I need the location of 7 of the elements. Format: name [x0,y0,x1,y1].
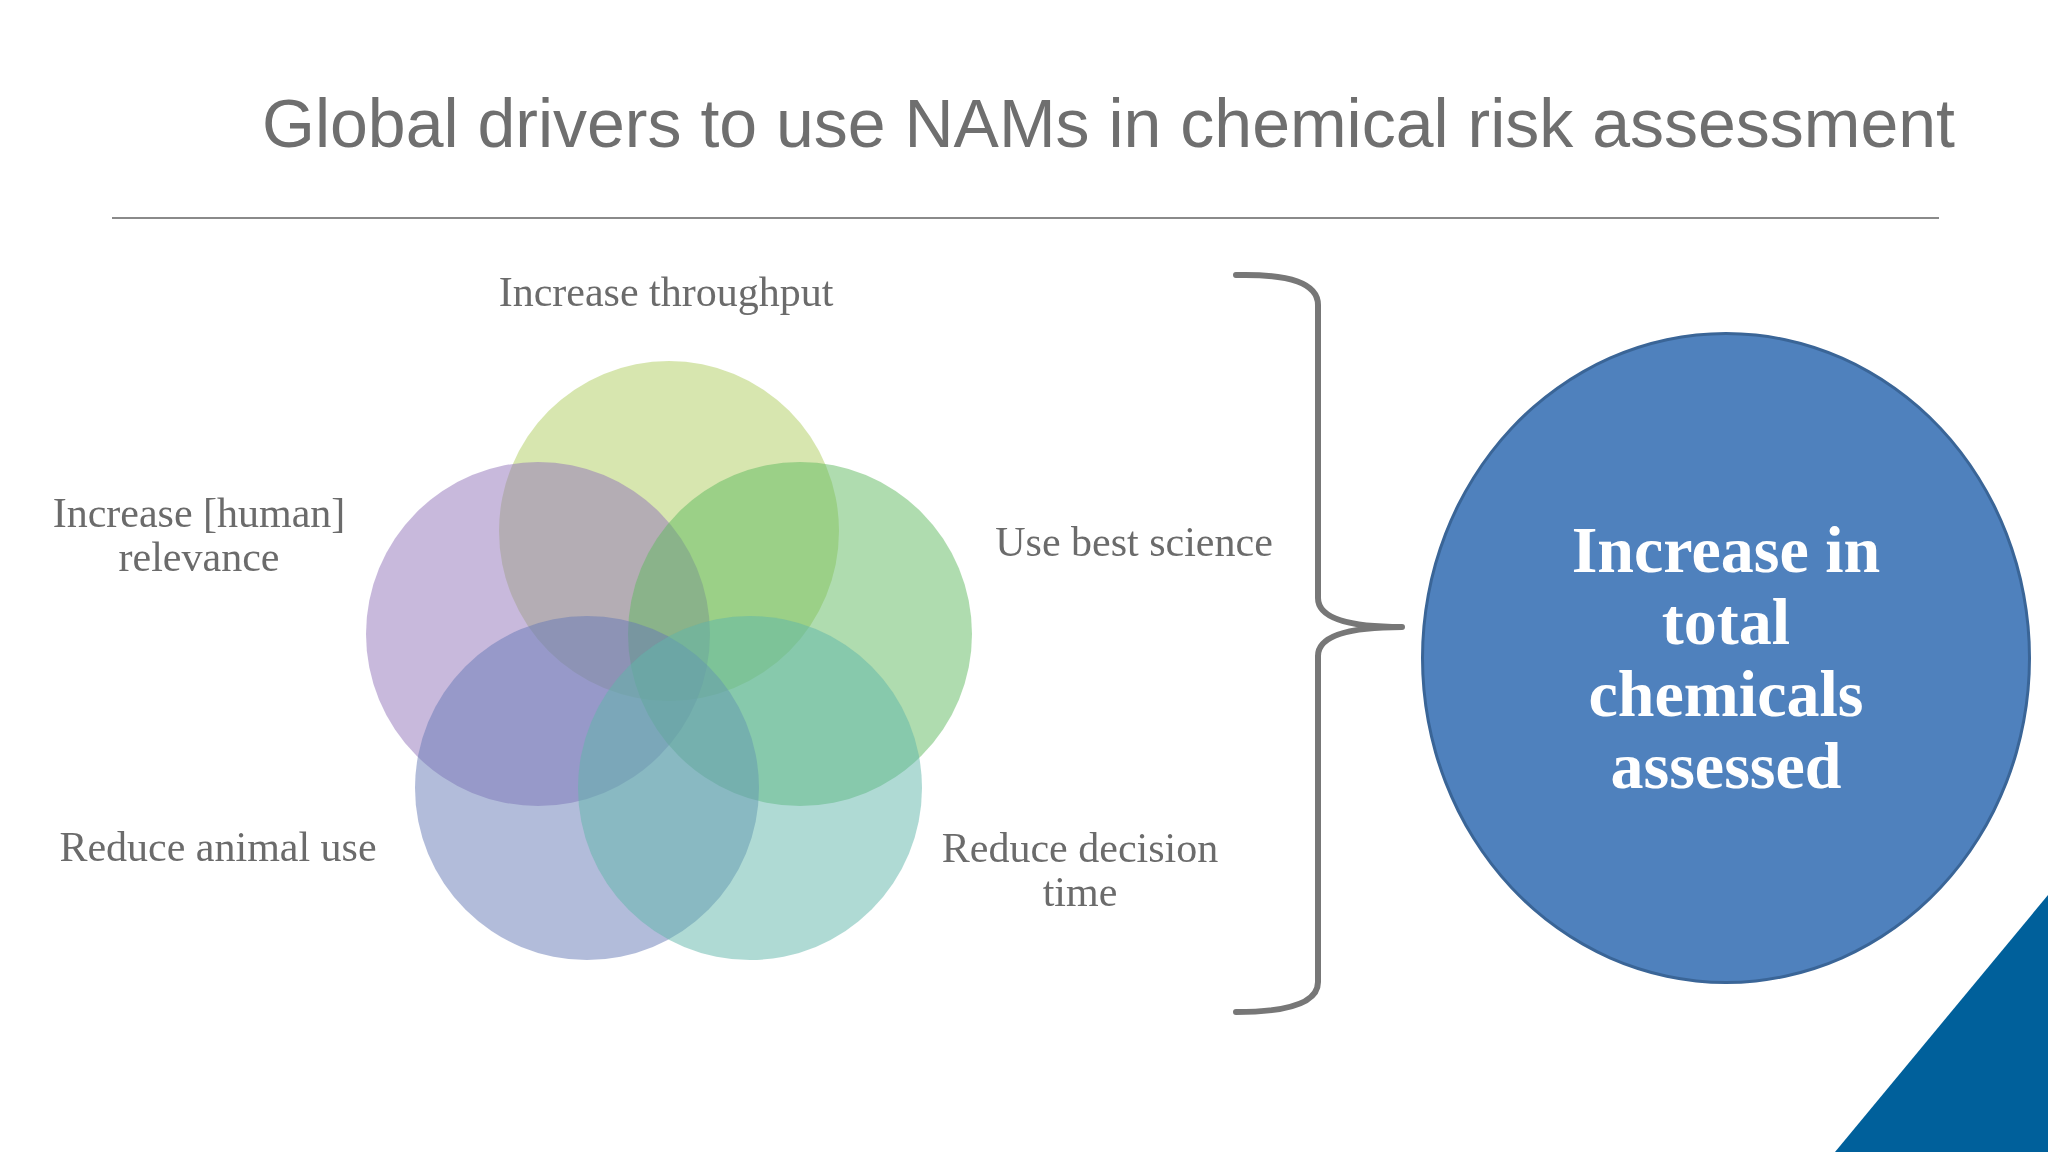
circle-label: Increase [human] relevance [51,491,347,579]
result-text: Increase in total chemicals assessed [1570,514,1882,802]
circle-label: Reduce decision time [940,826,1220,914]
circle-label: Reduce animal use [58,825,378,869]
slide-title: Global drivers to use NAMs in chemical risk assessment [262,84,1955,163]
circle-label: Increase throughput [497,270,835,314]
circle-label: Use best science [994,520,1274,564]
